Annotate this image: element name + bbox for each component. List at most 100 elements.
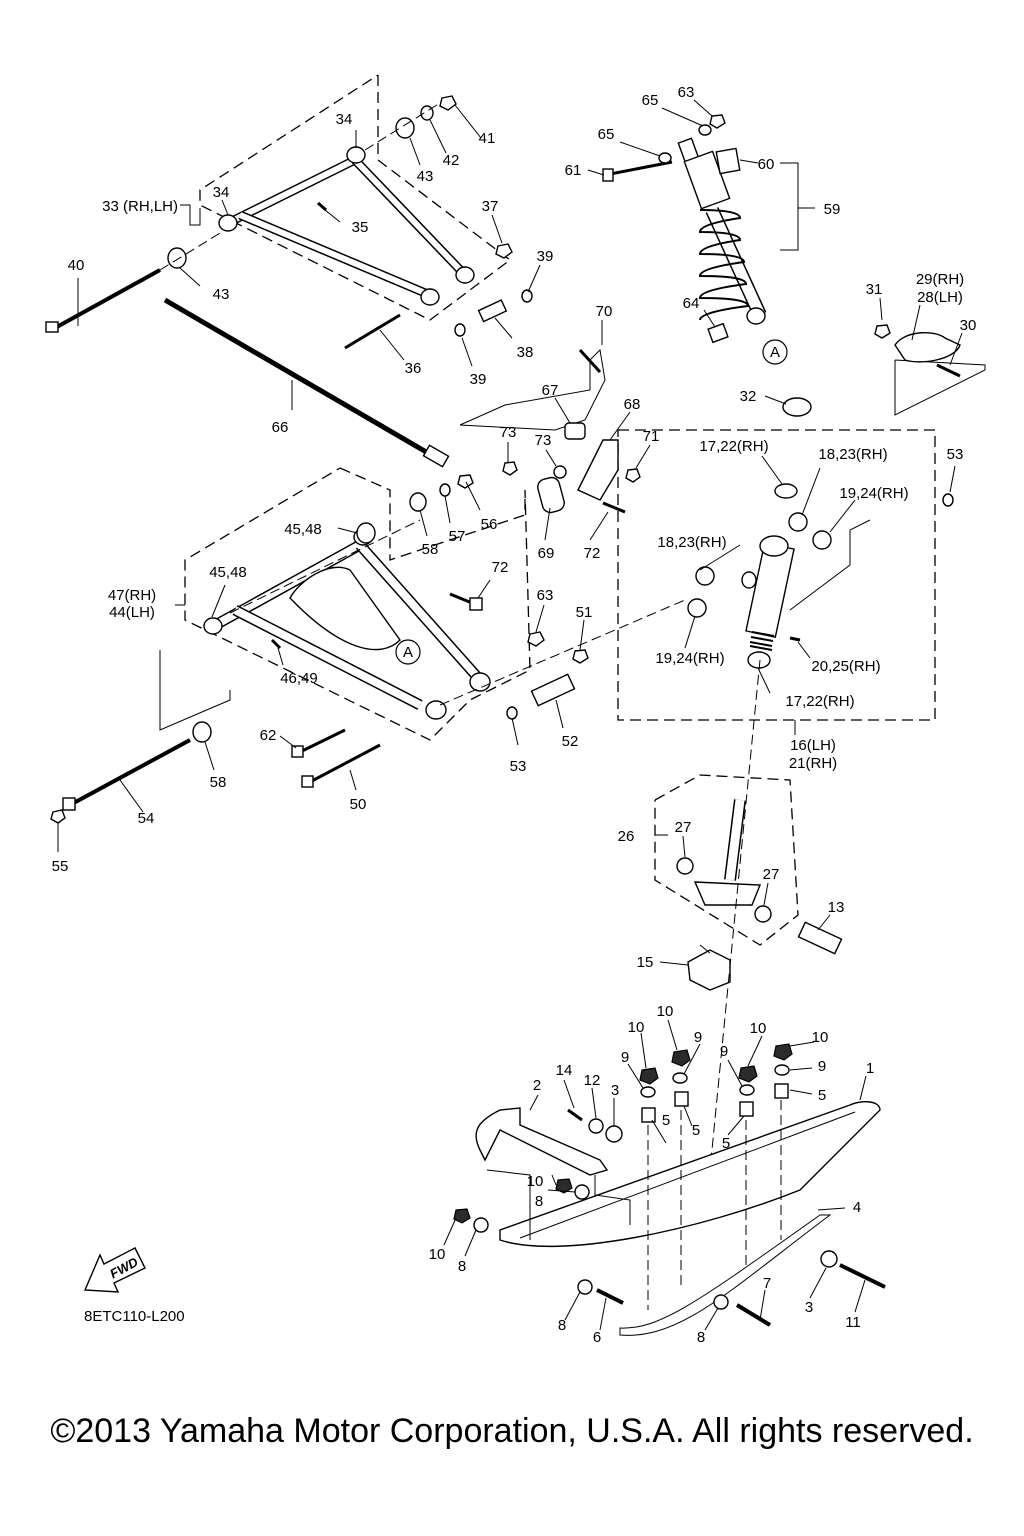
section-marker-a-mid-label: A: [403, 644, 413, 661]
callout-45-48-top: 45,48: [284, 521, 322, 538]
callout-9-top-b: 9: [694, 1029, 702, 1046]
callout-9-top-c: 9: [720, 1043, 728, 1060]
spindle: [741, 535, 795, 651]
callout-72-link: 72: [584, 545, 601, 562]
callout-53-right: 53: [947, 446, 964, 463]
callout-16: 16(LH): [790, 737, 836, 754]
nut-56: [457, 474, 474, 489]
bolt-62-head: [291, 745, 304, 758]
callout-26: 26: [618, 828, 635, 845]
callout-47: 47(RH): [108, 587, 156, 604]
nut-37: [495, 243, 513, 259]
nut-10-top-a: [639, 1067, 659, 1085]
callout-50: 50: [350, 796, 367, 813]
callout-73-right: 73: [535, 432, 552, 449]
leader-lines: [57, 99, 963, 1331]
callout-69: 69: [538, 545, 555, 562]
callout-66: 66: [272, 419, 289, 436]
bushing-18-23-a: [788, 512, 808, 532]
bushing-17-22-top: [774, 483, 798, 499]
nut-41: [439, 95, 457, 111]
bolt-30: [936, 363, 961, 378]
callout-62: 62: [260, 727, 277, 744]
callout-29: 29(RH): [916, 271, 964, 288]
callout-28: 28(LH): [917, 289, 963, 306]
callout-63-top: 63: [678, 84, 695, 101]
bolt-72-arm-head: [469, 597, 483, 611]
collar-5-b: [674, 1091, 689, 1107]
bushing-67: [564, 422, 586, 440]
pitman-arm: [894, 332, 961, 363]
washer-43-left: [167, 247, 187, 269]
copyright-notice: ©2013 Yamaha Motor Corporation, U.S.A. A…: [50, 1412, 974, 1450]
collar-5-d: [774, 1083, 789, 1099]
callout-70: 70: [596, 303, 613, 320]
collar-64: [707, 322, 729, 344]
callout-39-top: 39: [537, 248, 554, 265]
callout-58-bottom: 58: [210, 774, 227, 791]
nut-63-top: [709, 114, 726, 129]
link-group-boundary: [459, 348, 606, 431]
callout-35: 35: [352, 219, 369, 236]
callout-57: 57: [449, 528, 466, 545]
bolt-36: [344, 313, 401, 350]
callout-56: 56: [481, 516, 498, 533]
bolt-11-washer: [820, 1250, 838, 1268]
callout-59: 59: [824, 201, 841, 218]
callout-3-bottom: 3: [805, 1299, 813, 1316]
callout-42: 42: [443, 152, 460, 169]
washer-53-right: [942, 493, 954, 507]
spindle-group-boundary: [617, 429, 936, 721]
lower-a-arm: [203, 528, 491, 720]
callout-31: 31: [866, 281, 883, 298]
lower-arm-axis: [229, 519, 421, 614]
nut-55: [50, 809, 66, 824]
callout-34-top: 34: [336, 111, 353, 128]
cap-32: [782, 397, 812, 417]
callout-17-22-top: 17,22(RH): [699, 438, 768, 455]
collar-60: [715, 147, 741, 175]
callout-18-23-right: 18,23(RH): [818, 446, 887, 463]
callout-68: 68: [624, 396, 641, 413]
bolt-54-head: [62, 797, 76, 811]
spindle-zigzag: [789, 519, 871, 611]
callout-38: 38: [517, 344, 534, 361]
grease-nipple-46-49: [270, 638, 282, 650]
callout-14: 14: [556, 1062, 573, 1079]
nut-10-top-d: [773, 1043, 793, 1061]
callout-36: 36: [405, 360, 422, 377]
nut-73-a: [502, 461, 518, 476]
callout-52: 52: [562, 733, 579, 750]
callout-71: 71: [643, 428, 660, 445]
link-69: [537, 476, 565, 514]
section-marker-a-mid: A: [395, 639, 421, 665]
callout-10-ski-a: 10: [429, 1246, 446, 1263]
stopper-15: [687, 949, 731, 991]
callout-19-24-right: 19,24(RH): [839, 485, 908, 502]
bushing-19-24-a: [812, 530, 832, 550]
washer-65-a: [698, 124, 712, 136]
callout-27-top: 27: [675, 819, 692, 836]
callout-39-bottom: 39: [470, 371, 487, 388]
collar-13: [797, 921, 843, 955]
callout-33: 33 (RH,LH): [102, 198, 178, 215]
bushing-18-23-b: [695, 566, 715, 586]
bolt-7: [735, 1303, 772, 1327]
callout-43-left: 43: [213, 286, 230, 303]
callout-15: 15: [637, 954, 654, 971]
callout-44: 44(LH): [109, 604, 155, 621]
callout-17-22-bottom: 17,22(RH): [785, 693, 854, 710]
bolt-62: [299, 728, 346, 754]
washer-9-d: [774, 1064, 790, 1076]
callout-10-top-d: 10: [812, 1029, 829, 1046]
washer-9-b: [672, 1072, 688, 1084]
washer-8-a: [577, 1279, 593, 1295]
callout-labels: 34 34 33 (RH,LH) 35 37 39 40 43 41 42 43…: [52, 84, 977, 1346]
arm-group-bracket: [159, 650, 231, 731]
bolt-11: [839, 1263, 886, 1289]
callout-65-left: 65: [598, 126, 615, 143]
bolt-50-head: [301, 775, 314, 788]
callout-30: 30: [960, 317, 977, 334]
callout-8-ski-b: 8: [697, 1329, 705, 1346]
callout-63-mid: 63: [537, 587, 554, 604]
